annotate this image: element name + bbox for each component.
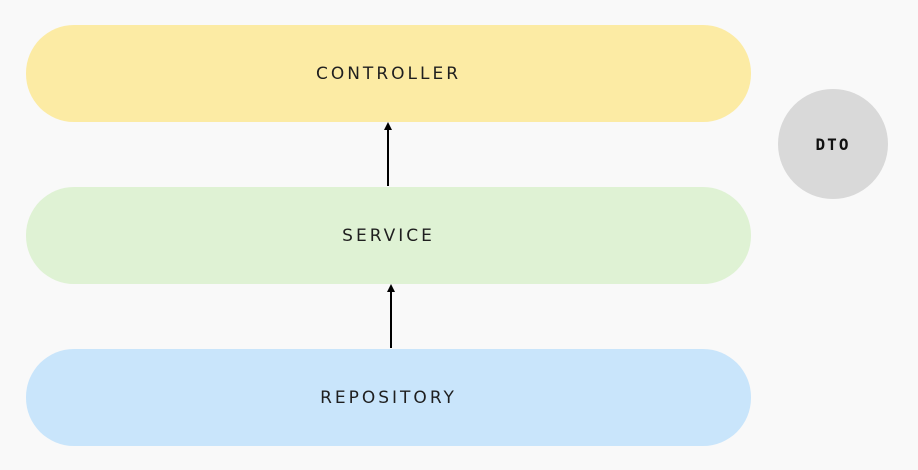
repository-label: REPOSITORY xyxy=(320,387,457,408)
service-layer: SERVICE xyxy=(26,187,751,284)
repository-layer: REPOSITORY xyxy=(26,349,751,446)
service-to-controller-arrowhead xyxy=(384,122,392,130)
service-label: SERVICE xyxy=(342,225,435,246)
dto-node: DTO xyxy=(778,89,888,199)
controller-label: CONTROLLER xyxy=(315,63,462,84)
repository-to-service-arrowhead xyxy=(387,284,395,292)
controller-layer: CONTROLLER xyxy=(26,25,751,122)
dto-label: DTO xyxy=(815,134,851,154)
